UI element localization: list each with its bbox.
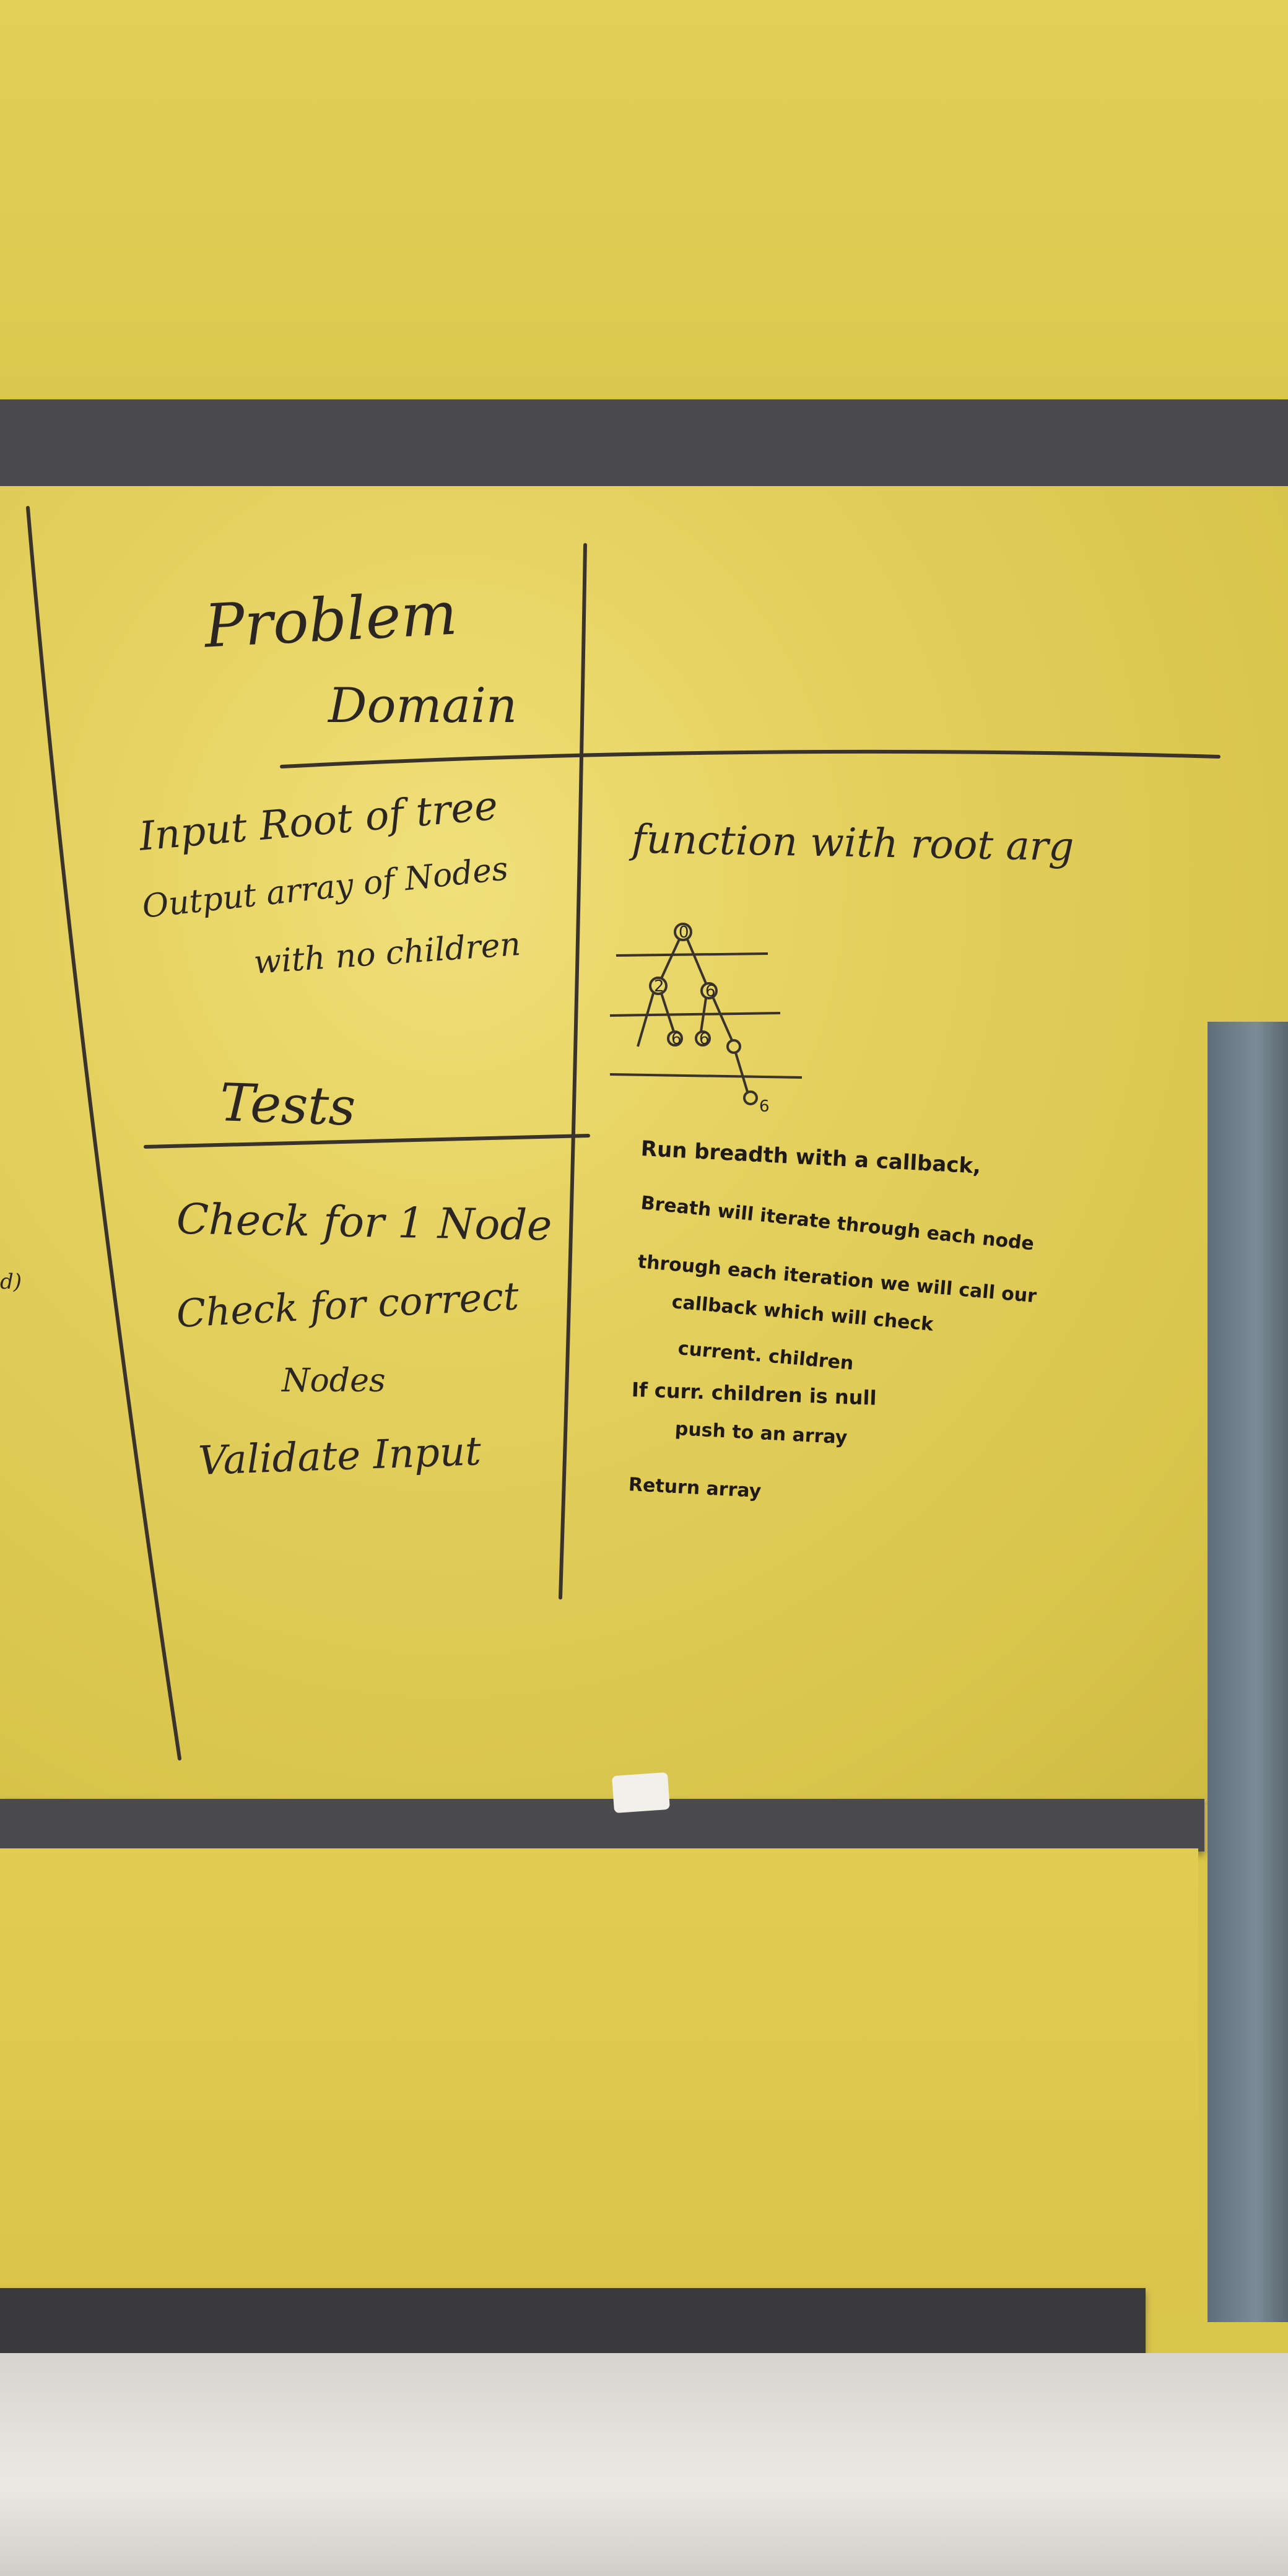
tree-label: 6: [699, 1030, 710, 1048]
test-item-cont: Nodes: [282, 1362, 386, 1399]
wall-above-board: [0, 0, 1288, 409]
tree-label: 6: [705, 982, 716, 1001]
tree-level-line: [609, 1073, 803, 1079]
tree-node: [695, 1030, 711, 1046]
lower-whiteboard-panel: [0, 1848, 1198, 2313]
tree-edge: [660, 993, 675, 1032]
left-margin-line: [26, 506, 181, 1760]
tree-edge: [712, 998, 733, 1041]
tests-underline: [144, 1134, 590, 1149]
tree-node: [667, 1030, 683, 1046]
tree-label: 6: [759, 1097, 770, 1116]
tree-node: [649, 977, 668, 995]
tree-sketch: [609, 923, 803, 1105]
tree-label: 0: [679, 923, 689, 942]
header-underline: [280, 749, 1221, 768]
tree-node: [674, 923, 692, 941]
top-rail: [0, 399, 1288, 486]
tests-heading: Tests: [219, 1072, 357, 1138]
tree-level-line: [609, 1012, 781, 1017]
tree-label: 2: [654, 977, 664, 996]
tree-edge: [734, 1052, 749, 1092]
tree-node: [700, 982, 718, 999]
tree-edge: [700, 998, 707, 1032]
approach-heading: function with root arg: [631, 816, 1074, 871]
center-divider-line: [559, 543, 587, 1599]
middle-rail: [0, 1799, 1204, 1852]
tree-edge: [637, 993, 655, 1047]
tree-level-line: [616, 952, 768, 957]
tree-node: [743, 1090, 758, 1105]
floor: [0, 2353, 1288, 2576]
tree-label: 6: [671, 1030, 682, 1048]
tree-edge: [686, 939, 707, 984]
tree-edge: [660, 939, 681, 979]
background-window: [1208, 1022, 1288, 2322]
edge-text-fragment: d): [0, 1269, 22, 1294]
tree-node: [726, 1039, 741, 1054]
test-item: Check for 1 Node: [176, 1194, 552, 1251]
domain-title: Domain: [328, 678, 518, 734]
problem-title: Problem: [202, 578, 459, 661]
